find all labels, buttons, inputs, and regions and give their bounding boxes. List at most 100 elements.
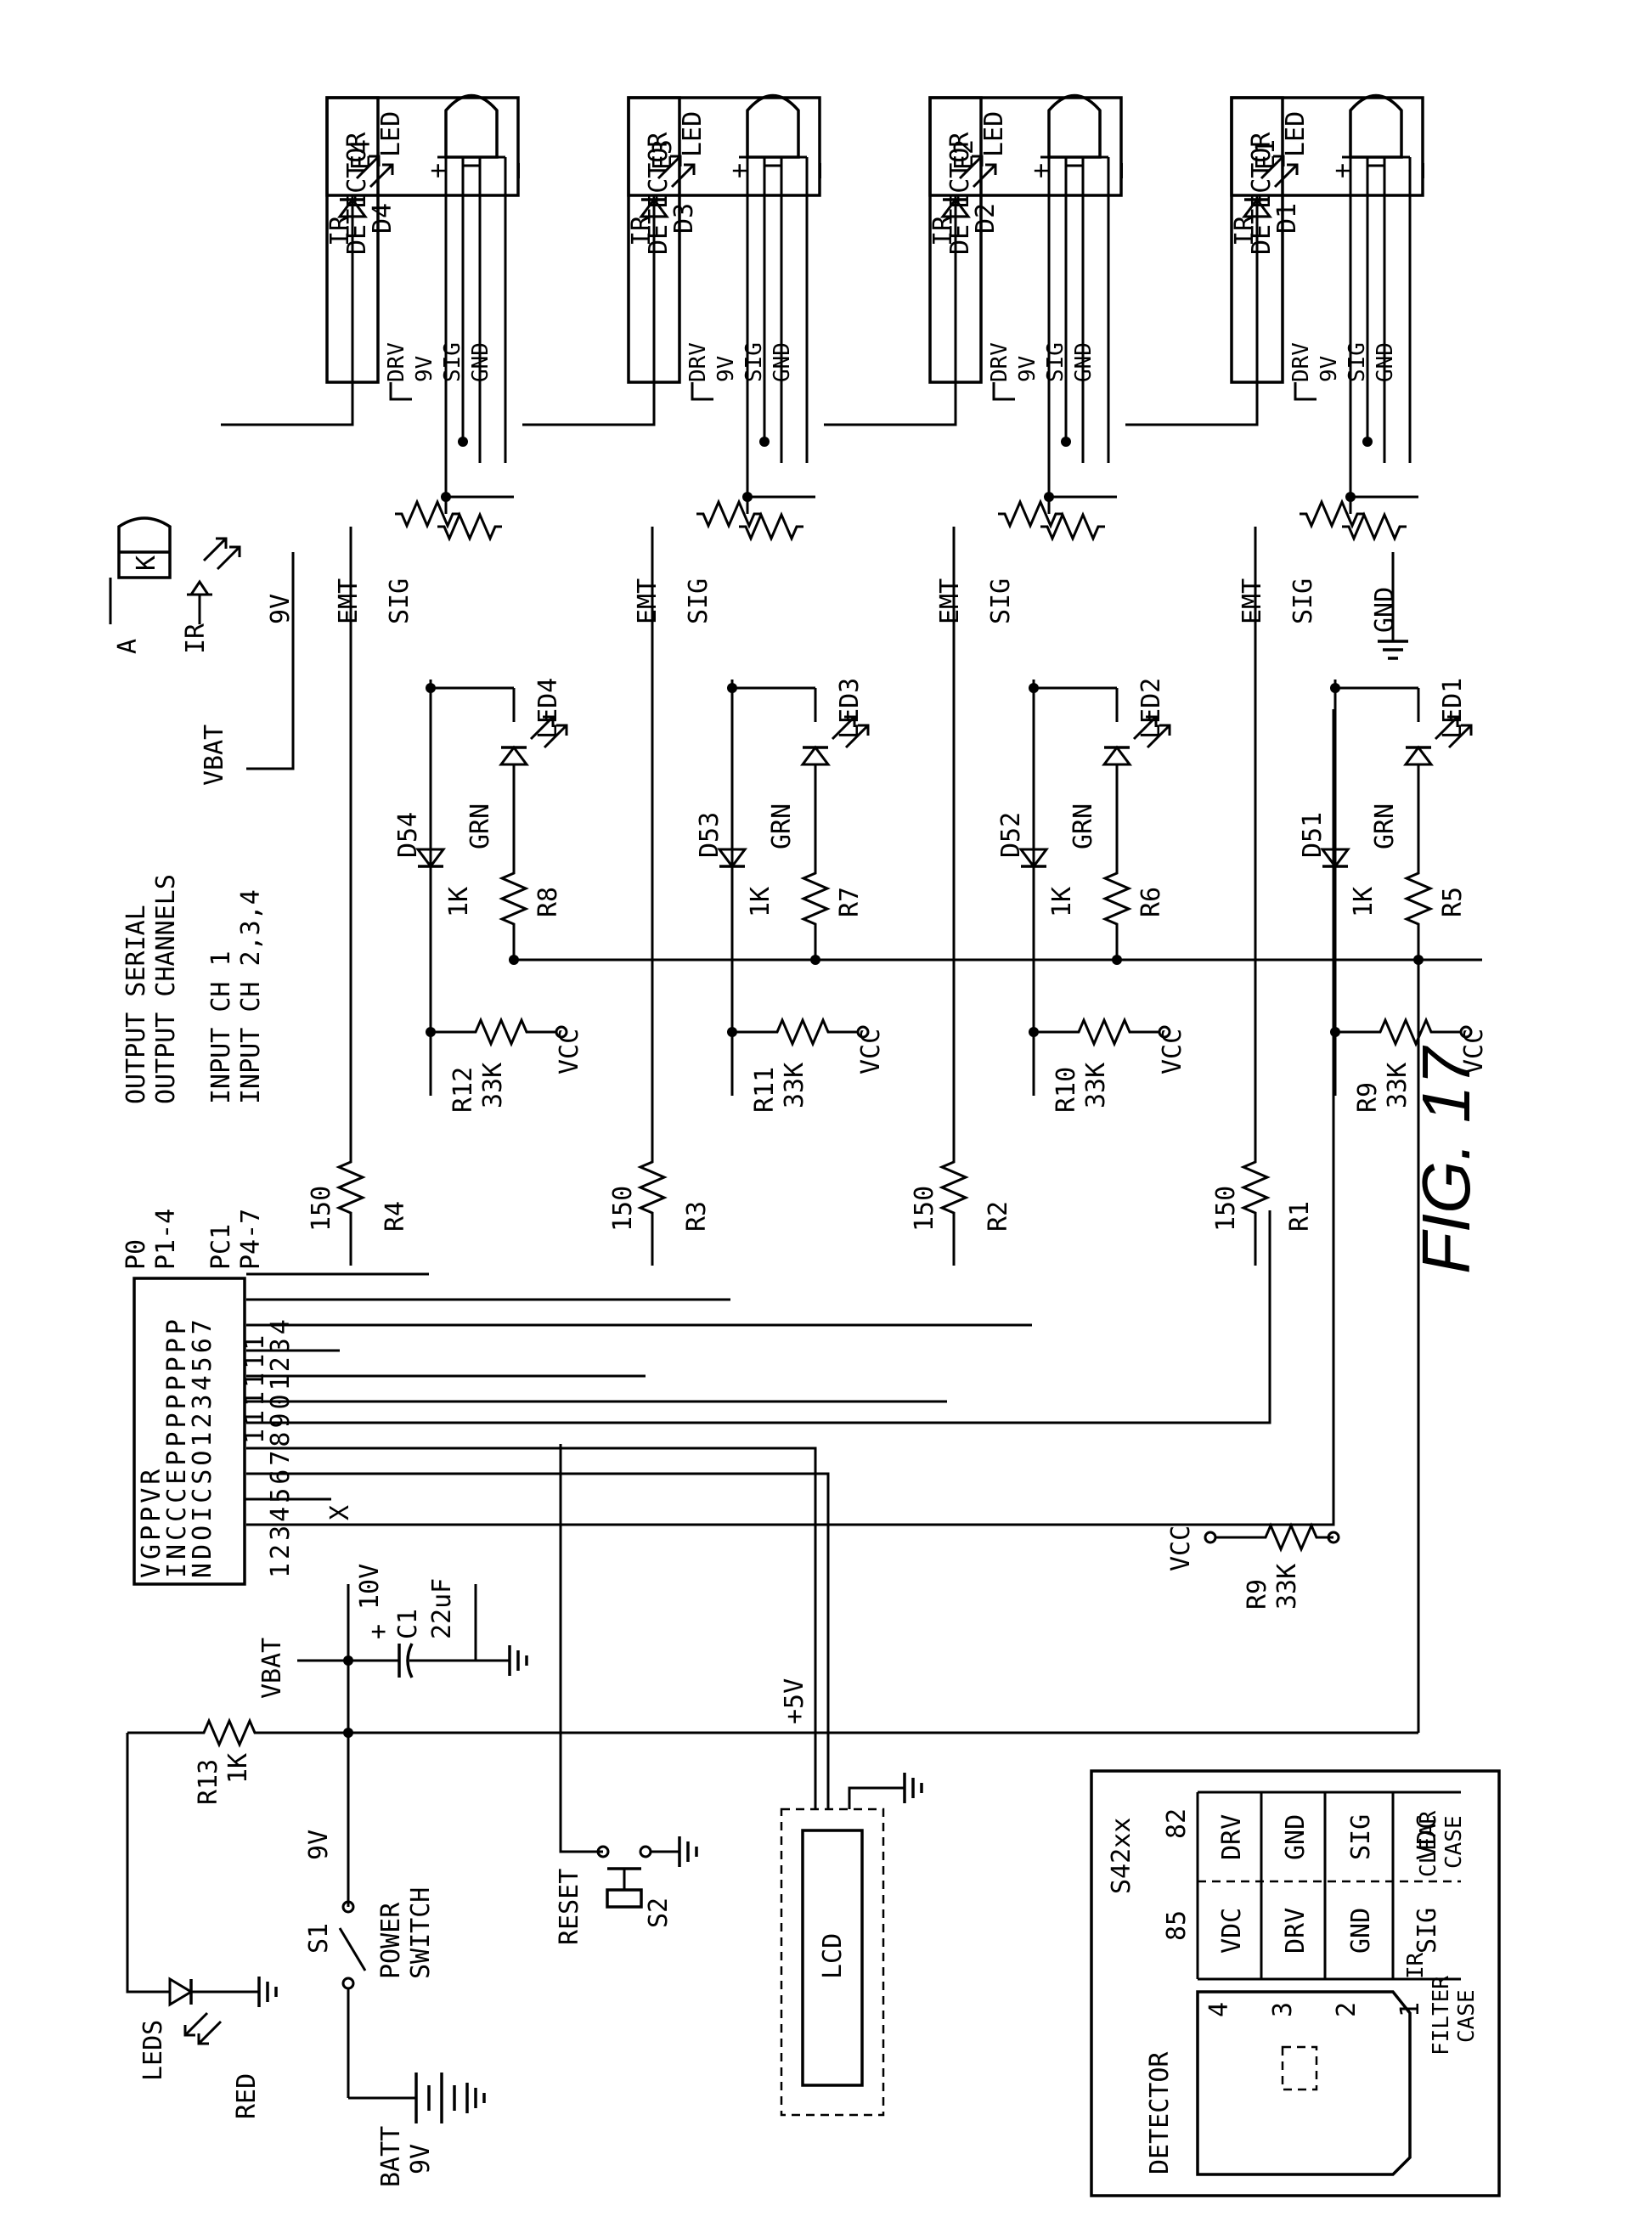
- r-drv-value: 150: [608, 1186, 638, 1232]
- vcc-label: VCC: [1158, 1029, 1187, 1074]
- led-color: GRN: [465, 804, 495, 849]
- s1-voltage: 9V: [304, 1830, 334, 1860]
- connector-k: K: [132, 556, 161, 571]
- legend-code-3: P4-7: [236, 1209, 266, 1270]
- r-pull-value: 33K: [780, 1063, 809, 1108]
- channel-4: DETECTORD4LED+_IRE4DRV9VSIGGNDGRNLED41KR…: [221, 96, 584, 1266]
- pin-4: 4: [1204, 2002, 1234, 2017]
- connector-a: A: [113, 639, 143, 654]
- pin-1: 9V: [1015, 356, 1040, 382]
- t82-0: DRV: [1217, 1814, 1247, 1860]
- s1-name: S1: [304, 1923, 334, 1954]
- diode-name: D53: [695, 812, 725, 858]
- rail-sig-1: SIG: [1288, 578, 1318, 624]
- r-pull-name: R12: [448, 1067, 478, 1113]
- r-led-value: 1K: [444, 887, 474, 917]
- s1-label-1: POWER: [376, 1902, 406, 1979]
- rail-sig-2: SIG: [986, 578, 1016, 624]
- cap-plus: +: [364, 1624, 393, 1639]
- r9-vcc: VCC: [1166, 1526, 1196, 1571]
- r-led-value: 1K: [1349, 887, 1379, 917]
- r-drv-name: R2: [984, 1201, 1013, 1232]
- r-led-value: 1K: [746, 887, 775, 917]
- emitter-label: E1: [1251, 139, 1281, 170]
- pin-1: 1: [1395, 2002, 1425, 2017]
- rail-emt-2: EMT: [935, 578, 965, 624]
- rail-emt-4: EMT: [334, 578, 364, 624]
- r-drv-name: R4: [381, 1201, 410, 1232]
- table-detector: DETECTOR: [1145, 2051, 1175, 2174]
- t82-1: GND: [1281, 1814, 1311, 1860]
- rail-sig-3: SIG: [684, 578, 713, 624]
- led-name: LED2: [1136, 678, 1166, 739]
- batt-name: BATT: [376, 2126, 406, 2187]
- ir-label: IR: [325, 215, 355, 246]
- led-name: LED1: [1438, 678, 1468, 739]
- r-pull-value: 33K: [1081, 1063, 1111, 1108]
- table-col85: 85: [1162, 1910, 1192, 1941]
- rail-gnd: GND: [1370, 587, 1400, 633]
- r-led-name: R7: [835, 887, 865, 917]
- power-vbat: VBAT: [257, 1638, 287, 1699]
- cap-name: C1: [393, 1609, 423, 1639]
- s1-label-2: SWITCH: [406, 1887, 436, 1979]
- pin-2: 2: [1332, 2002, 1362, 2017]
- r13-name: R13: [194, 1759, 223, 1805]
- r-pull-value: 33K: [1383, 1063, 1412, 1108]
- t85-0: VDC: [1217, 1908, 1247, 1954]
- r-pull-value: 33K: [478, 1063, 508, 1108]
- legend-desc-1: OUTPUT CHANNELS: [151, 874, 181, 1104]
- legend-code-2: PC1: [206, 1224, 236, 1270]
- foot85-2: CASE: [1454, 1989, 1480, 2043]
- r13-value: 1K: [223, 1753, 253, 1784]
- r-led-value: 1K: [1047, 887, 1077, 917]
- led-color: GRN: [767, 804, 797, 849]
- r-drv-name: R1: [1285, 1201, 1315, 1232]
- pin-0: DRV: [987, 342, 1012, 382]
- pin-3: 3: [1268, 2002, 1298, 2017]
- r9-pullup: VCC R9 33K: [1166, 1526, 1333, 1610]
- lcd-label: LCD: [818, 1933, 848, 1979]
- channel-blocks: DETECTORD4LED+_IRE4DRV9VSIGGNDGRNLED41KR…: [221, 96, 1489, 1266]
- ir-label: IR: [627, 215, 657, 246]
- connector-rails: EMT SIG EMT SIG EMT SIG EMT SIG GND: [334, 552, 1408, 658]
- led-plus: +: [1026, 163, 1056, 178]
- emitter-label: E3: [648, 139, 678, 170]
- foot82-0: CLEAR: [1416, 1810, 1441, 1877]
- diode-name: D54: [393, 812, 423, 858]
- foot82-1: CASE: [1441, 1815, 1467, 1869]
- t85-1: DRV: [1281, 1908, 1311, 1954]
- pin-0: DRV: [1288, 342, 1314, 382]
- diode-name: D52: [996, 812, 1026, 858]
- led-name: LED3: [835, 678, 865, 739]
- table-col82: 82: [1162, 1808, 1192, 1839]
- led-label: LED: [376, 111, 406, 157]
- pin-1: 9V: [713, 356, 739, 382]
- detector-id: D3: [669, 203, 699, 234]
- detector-id: D1: [1272, 203, 1302, 234]
- emitter-label: E4: [347, 139, 376, 170]
- rail-emt-3: EMT: [633, 578, 662, 624]
- led-color: GRN: [1068, 804, 1098, 849]
- vcc-label: VCC: [555, 1029, 584, 1074]
- cap-value: 22uF: [427, 1578, 457, 1639]
- r9-name: R9: [1243, 1579, 1272, 1610]
- mcu-row3: NDOICSO1234567: [188, 1316, 217, 1578]
- vcc-label: VCC: [1459, 1029, 1489, 1074]
- r-pull-name: R10: [1052, 1067, 1081, 1113]
- t82-2: SIG: [1346, 1814, 1376, 1860]
- pin-1: 9V: [1317, 356, 1342, 382]
- t85-2: GND: [1346, 1908, 1376, 1954]
- r-drv-value: 150: [1211, 1186, 1241, 1232]
- ir-label: IR: [1230, 215, 1260, 246]
- r-drv-value: 150: [910, 1186, 939, 1232]
- r9-value: 33K: [1272, 1564, 1302, 1610]
- led-plus: +: [423, 163, 453, 178]
- pin-0: DRV: [384, 342, 409, 382]
- emitter-label: E2: [950, 139, 979, 170]
- led-label: LED: [678, 111, 708, 157]
- r-pull-name: R9: [1353, 1082, 1383, 1113]
- vcc-label: VCC: [856, 1029, 886, 1074]
- r-pull-name: R11: [750, 1067, 780, 1113]
